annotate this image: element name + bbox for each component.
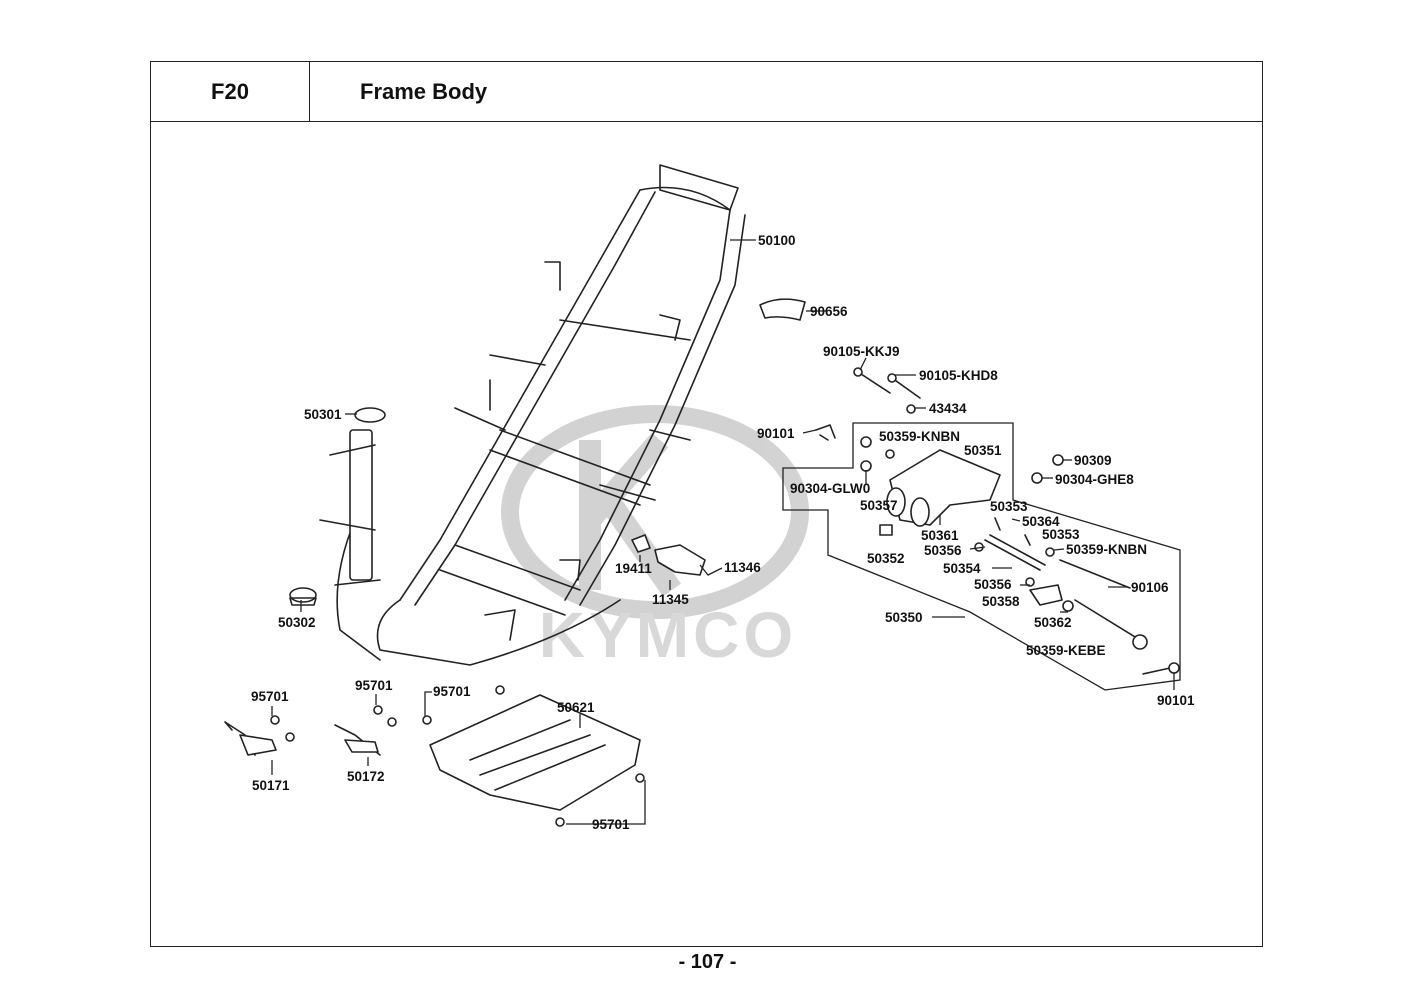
- page-number: - 107 -: [678, 951, 737, 973]
- callout-90304-GHE8: 90304-GHE8: [1055, 472, 1134, 487]
- under-cover-part: [429, 694, 645, 827]
- callout-50356-b: 50356: [974, 577, 1012, 592]
- callout-50171: 50171: [252, 778, 290, 793]
- horn-parts: [631, 534, 706, 576]
- callout-50364: 50364: [1022, 514, 1060, 529]
- callout-50351: 50351: [964, 443, 1002, 458]
- assembly-outline: [782, 422, 1181, 691]
- callout-90101-b: 90101: [1157, 693, 1195, 708]
- callout-90656: 90656: [810, 304, 848, 319]
- callout-50172: 50172: [347, 769, 385, 784]
- callout-50361: 50361: [921, 528, 959, 543]
- callout-50359-KNBN-a: 50359-KNBN: [879, 429, 960, 444]
- bolts-upper-right: [815, 367, 1064, 484]
- callout-50353-b: 50353: [1042, 527, 1080, 542]
- brackets-lower-left: [224, 685, 505, 756]
- callout-90106: 90106: [1131, 580, 1169, 595]
- watermark-text: KYMCO: [539, 599, 797, 671]
- engine-hanger-parts: [860, 436, 1180, 675]
- leader-lines: [271, 239, 1175, 825]
- callout-43434: 43434: [929, 401, 967, 416]
- callout-95701-d: 95701: [592, 817, 630, 832]
- callout-50302: 50302: [278, 615, 316, 630]
- callout-95701-c: 95701: [433, 684, 471, 699]
- callout-50301: 50301: [304, 407, 342, 422]
- callout-90304-GLW0: 90304-GLW0: [790, 481, 870, 496]
- callout-50621: 50621: [557, 700, 595, 715]
- callout-90105-KHD8: 90105-KHD8: [919, 368, 998, 383]
- callout-11345: 11345: [652, 592, 689, 607]
- callout-11346: 11346: [724, 560, 761, 575]
- kymco-watermark: KYMCO: [501, 405, 809, 671]
- strap-part: [759, 298, 806, 321]
- callout-95701-b: 95701: [355, 678, 393, 693]
- callout-50352: 50352: [867, 551, 905, 566]
- callout-labels: 50100 90656 90105-KKJ9 90105-KHD8 43434 …: [251, 233, 1195, 832]
- diagram-frame: [150, 121, 1263, 947]
- callout-50350: 50350: [885, 610, 923, 625]
- callout-50358: 50358: [982, 594, 1020, 609]
- callout-50357: 50357: [860, 498, 898, 513]
- callout-50362: 50362: [1034, 615, 1072, 630]
- callout-95701-a: 95701: [251, 689, 289, 704]
- callout-50354: 50354: [943, 561, 981, 576]
- callout-90309: 90309: [1074, 453, 1112, 468]
- callout-50356-a: 50356: [924, 543, 962, 558]
- callout-19411: 19411: [615, 561, 652, 576]
- callout-50353-a: 50353: [990, 499, 1028, 514]
- callout-90105-KKJ9: 90105-KKJ9: [823, 344, 900, 359]
- callout-50100: 50100: [758, 233, 796, 248]
- page-title: Frame Body: [309, 61, 1263, 122]
- callout-90101-a: 90101: [757, 426, 795, 441]
- callout-50359-KNBN-b: 50359-KNBN: [1066, 542, 1147, 557]
- steering-head-part: [289, 407, 386, 606]
- callout-50359-KEBE: 50359-KEBE: [1026, 643, 1106, 658]
